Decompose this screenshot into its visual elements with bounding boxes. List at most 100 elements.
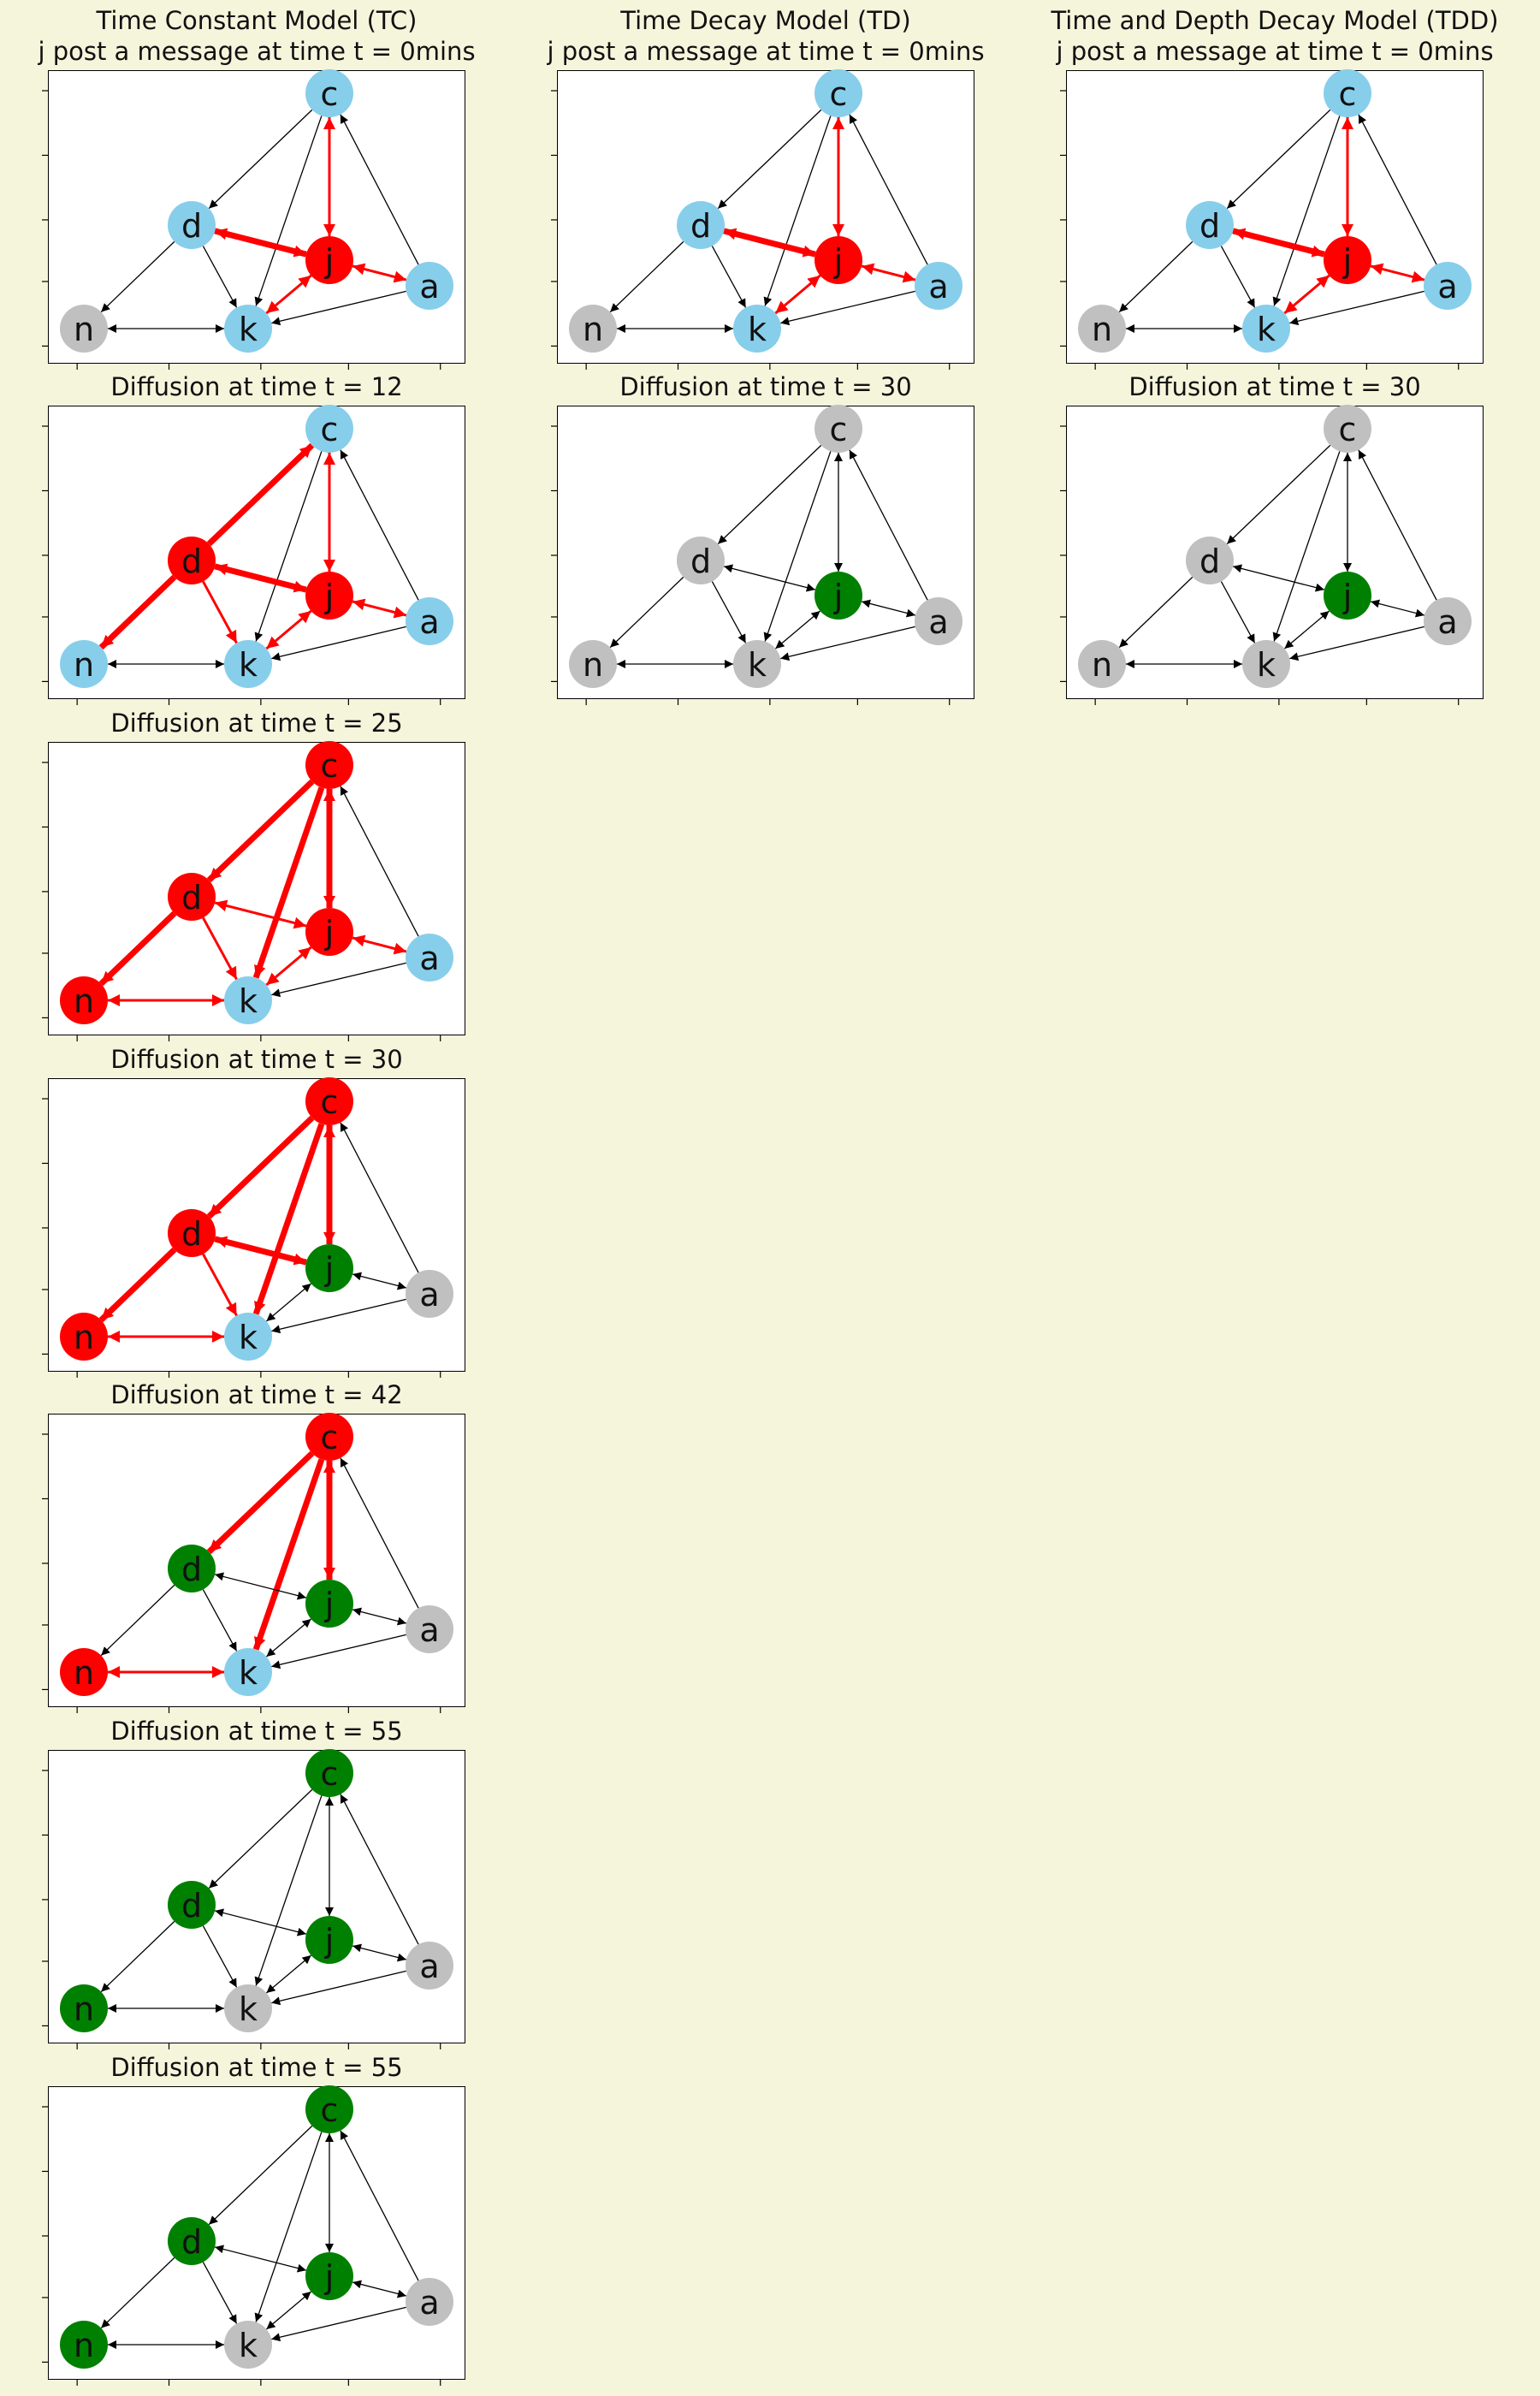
node-circle-c	[305, 1749, 353, 1797]
edge-d-n	[100, 1584, 175, 1657]
node-circle-c	[305, 2085, 353, 2133]
node-circle-j	[814, 236, 862, 284]
node-label-d: d	[181, 1215, 202, 1253]
node-k: k	[1242, 305, 1290, 353]
node-a: a	[406, 1270, 453, 1318]
node-circle-a	[406, 2278, 453, 2326]
node-c: c	[305, 405, 353, 453]
edge-a-k	[780, 290, 915, 326]
node-label-j: j	[1342, 578, 1353, 615]
panel-title: Diffusion at time t = 30	[110, 1045, 403, 1074]
node-circle-j	[305, 908, 353, 956]
node-a: a	[915, 262, 962, 310]
edge-a-k	[271, 1634, 406, 1669]
node-j: j	[305, 1916, 353, 1964]
node-label-k: k	[239, 982, 258, 1020]
node-label-c: c	[321, 1419, 339, 1456]
node-label-j: j	[324, 242, 335, 280]
edge-a-k	[1289, 290, 1424, 326]
edge-a-k	[1289, 626, 1424, 661]
node-d: d	[677, 537, 725, 584]
node-label-c: c	[1339, 75, 1357, 113]
node-label-d: d	[181, 2223, 202, 2261]
node-circle-d	[168, 201, 216, 249]
node-label-j: j	[324, 578, 335, 615]
node-circle-j	[305, 572, 353, 620]
node-c: c	[305, 741, 353, 789]
node-j: j	[305, 236, 353, 284]
edge-c-k	[254, 1795, 323, 1986]
node-circle-k	[733, 305, 781, 353]
edge-d-k	[202, 1589, 238, 1652]
node-c: c	[814, 405, 862, 453]
node-label-a: a	[419, 940, 439, 977]
edge-c-d	[206, 1450, 315, 1555]
node-circle-c	[305, 1077, 353, 1125]
edge-a-c	[340, 114, 419, 265]
node-circle-c	[305, 1413, 353, 1461]
panel-frame	[48, 742, 465, 1035]
node-label-j: j	[324, 1586, 335, 1623]
edge-j-k	[265, 274, 312, 315]
node-label-n: n	[74, 1990, 94, 2028]
edge-a-k	[271, 962, 406, 998]
edge-d-k	[1220, 246, 1256, 308]
edge-c-k	[254, 2132, 323, 2322]
node-label-k: k	[748, 646, 767, 684]
edge-j-d	[723, 228, 816, 258]
node-label-c: c	[321, 411, 339, 448]
edge-a-c	[340, 1122, 419, 1273]
edge-a-k	[271, 1298, 406, 1334]
node-label-a: a	[419, 268, 439, 305]
node-circle-k	[1242, 305, 1290, 353]
node-k: k	[224, 976, 272, 1024]
node-circle-n	[60, 640, 108, 688]
edge-c-d	[208, 2125, 313, 2226]
edge-a-k	[271, 1970, 406, 2006]
edge-c-k	[1272, 116, 1341, 306]
edge-c-d	[208, 109, 313, 210]
node-label-c: c	[321, 2091, 339, 2129]
node-label-k: k	[1257, 311, 1276, 348]
edge-a-c	[849, 449, 928, 601]
edge-k-j	[265, 1954, 312, 1994]
node-circle-k	[224, 2321, 272, 2369]
node-circle-k	[224, 976, 272, 1024]
panel-title: Diffusion at time t = 25	[110, 709, 403, 738]
edge-c-k	[254, 116, 323, 306]
node-k: k	[224, 1313, 272, 1361]
edge-d-j	[214, 563, 307, 593]
node-n: n	[569, 305, 617, 353]
edge-a-c	[340, 1794, 419, 1945]
node-d: d	[168, 201, 216, 249]
node-label-k: k	[239, 311, 258, 348]
node-a: a	[406, 934, 453, 982]
edge-k-j	[265, 1618, 312, 1658]
node-k: k	[733, 305, 781, 353]
panel-subtitle: j post a message at time t = 0mins	[1056, 37, 1494, 66]
edge-d-j	[214, 1908, 307, 1936]
node-circle-d	[1186, 537, 1234, 584]
node-n: n	[60, 1984, 108, 2032]
edge-c-d	[1226, 444, 1331, 545]
node-label-n: n	[74, 2327, 94, 2364]
node-label-n: n	[74, 1319, 94, 1356]
edge-d-n	[1118, 576, 1194, 649]
node-label-a: a	[1437, 603, 1457, 641]
edge-d-k	[202, 916, 238, 981]
node-j: j	[1324, 236, 1371, 284]
node-label-d: d	[1199, 543, 1220, 580]
node-label-c: c	[321, 75, 339, 113]
node-k: k	[1242, 640, 1290, 688]
node-circle-j	[305, 1244, 353, 1292]
node-n: n	[1078, 640, 1126, 688]
node-circle-j	[305, 2252, 353, 2300]
edge-a-k	[271, 290, 406, 326]
node-label-a: a	[419, 1276, 439, 1314]
node-n: n	[60, 1648, 108, 1696]
panel-title: Diffusion at time t = 55	[110, 1717, 403, 1746]
node-circle-n	[1078, 305, 1126, 353]
node-circle-j	[1324, 572, 1371, 620]
node-d: d	[168, 1881, 216, 1929]
node-label-a: a	[419, 1948, 439, 1985]
